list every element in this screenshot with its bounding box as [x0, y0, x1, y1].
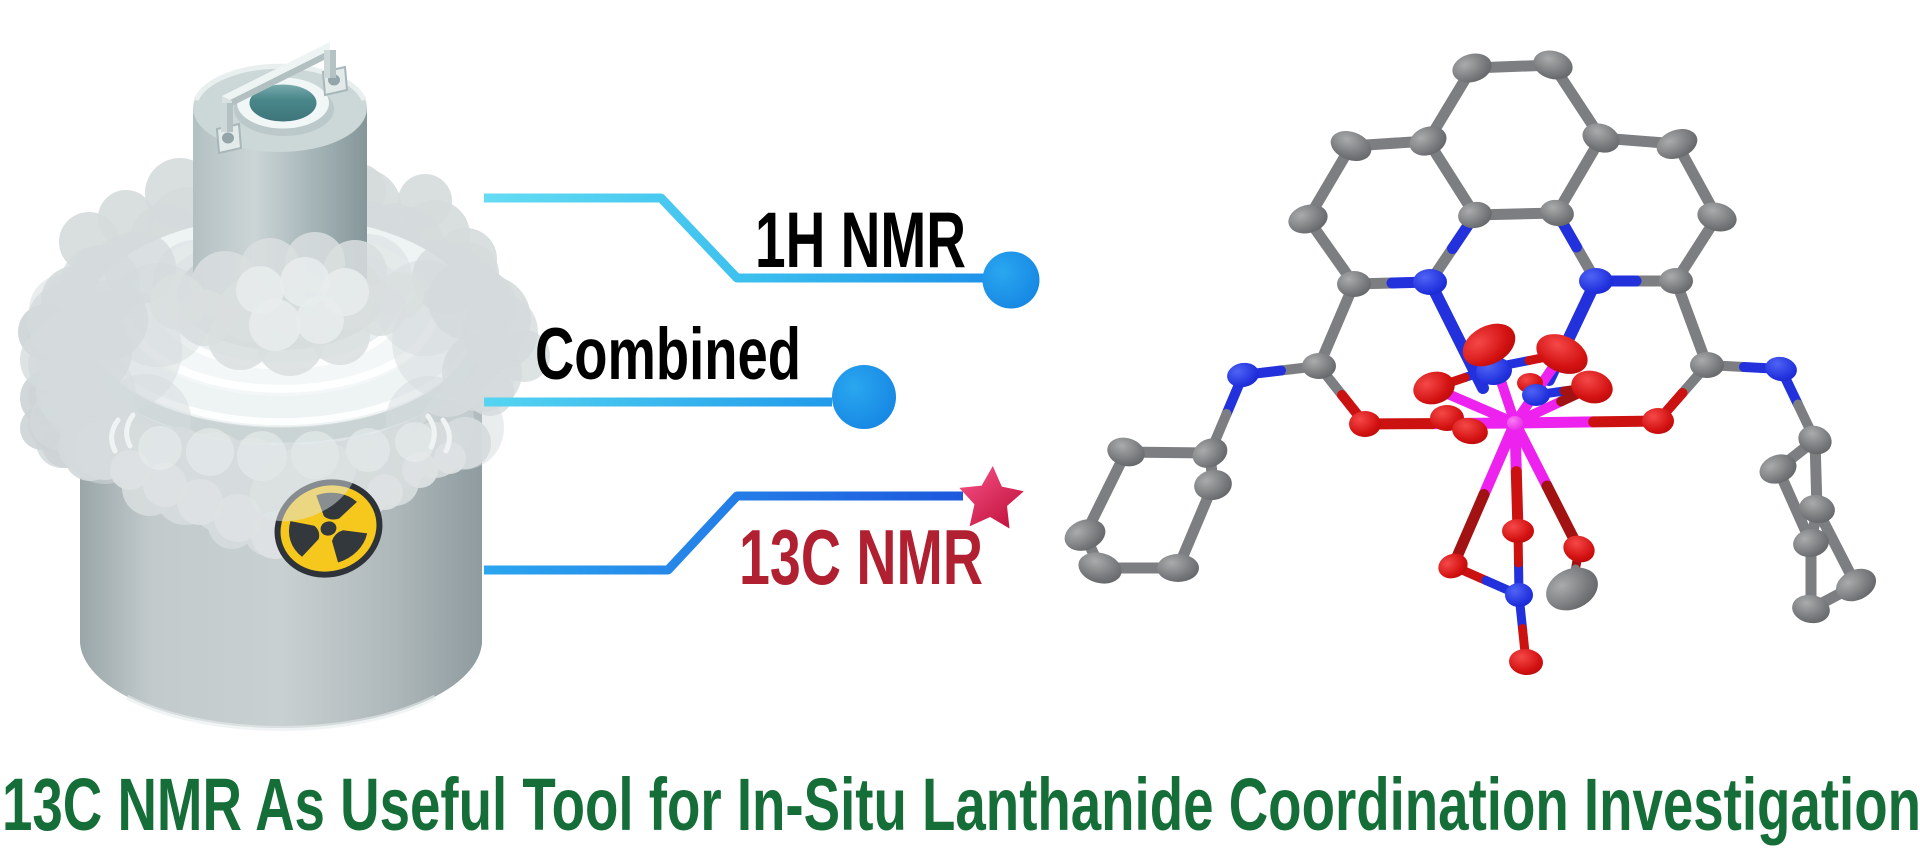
svg-text:Combined: Combined	[535, 314, 801, 395]
svg-text:13C NMR: 13C NMR	[739, 513, 983, 601]
svg-text:13C NMR As Useful Tool for In-: 13C NMR As Useful Tool for In-Situ Lanth…	[2, 763, 1920, 846]
svg-text:1H NMR: 1H NMR	[755, 195, 966, 284]
